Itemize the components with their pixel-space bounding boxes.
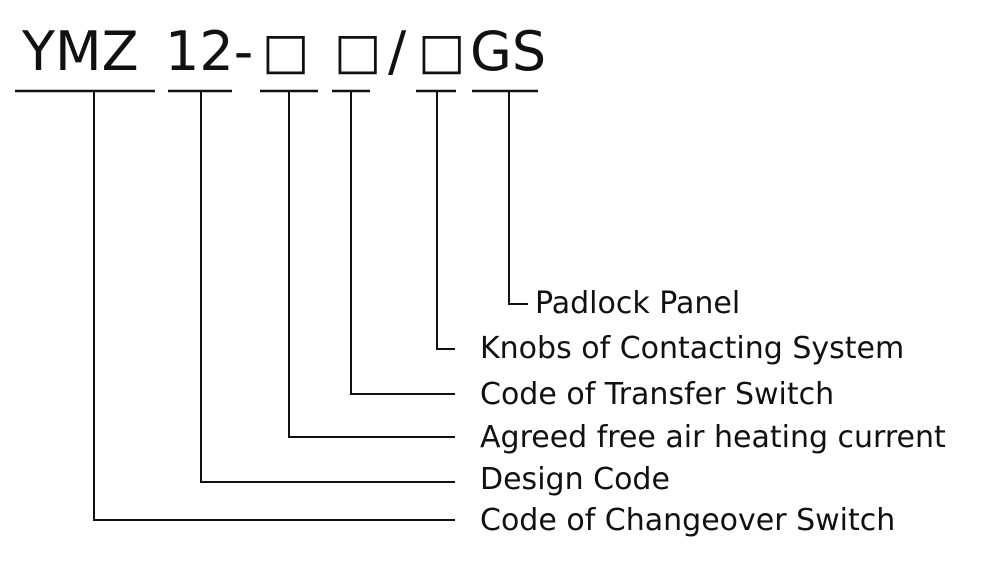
model-series-text: YMZ xyxy=(21,20,139,83)
model-transfer-placeholder: □ xyxy=(334,22,381,80)
label-design-code: Design Code xyxy=(480,462,670,497)
label-agreed-free-air-heating-current: Agreed free air heating current xyxy=(480,420,946,455)
leader-current xyxy=(288,91,455,438)
label-padlock-panel: Padlock Panel xyxy=(535,286,740,321)
model-current-placeholder: □ xyxy=(262,22,309,80)
leader-knobs xyxy=(436,91,455,350)
legend-labels: Padlock Panel Knobs of Contacting System… xyxy=(480,286,946,538)
model-suffix-text: GS xyxy=(470,20,546,83)
leader-design xyxy=(200,91,455,483)
leader-lines xyxy=(93,91,528,521)
model-knobs-placeholder: □ xyxy=(418,22,465,80)
leader-transfer xyxy=(350,91,455,395)
leader-changeover xyxy=(93,91,455,521)
leader-padlock xyxy=(508,91,528,305)
label-knobs-of-contacting-system: Knobs of Contacting System xyxy=(480,331,904,366)
label-code-of-changeover-switch: Code of Changeover Switch xyxy=(480,503,895,538)
model-code: YMZ 12- □ □ / □ GS xyxy=(21,20,546,83)
model-design-number-text: 12- xyxy=(165,20,253,83)
label-code-of-transfer-switch: Code of Transfer Switch xyxy=(480,377,834,412)
model-slash-text: / xyxy=(388,20,407,83)
